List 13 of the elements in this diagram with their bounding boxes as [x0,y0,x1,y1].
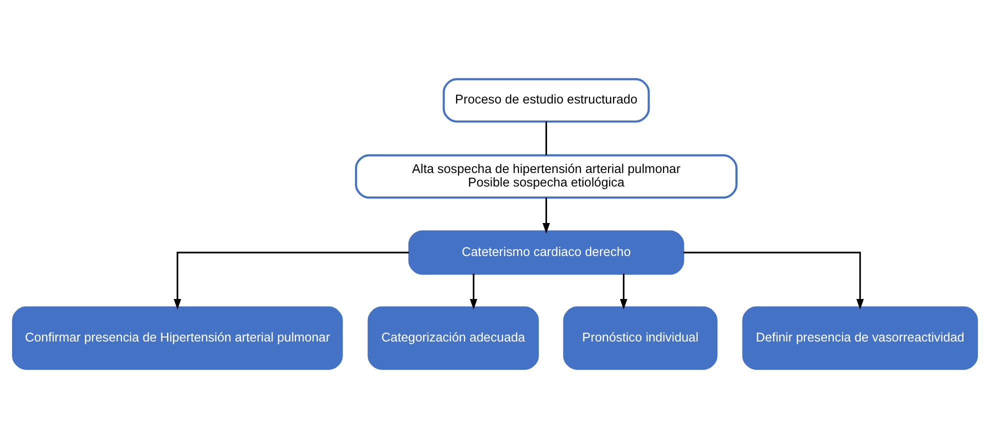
node-box: Definir presencia de vasorreactividad [742,306,978,370]
node-box: Alta sospecha de hipertensión arterial pulmonar Posible sospecha etiológica [354,154,738,198]
arrow [470,273,478,310]
arrow [620,273,628,310]
node-box: Proceso de estudio estructurado [442,78,650,122]
node-box: Categorización adecuada [368,306,539,370]
node-box: Pronóstico individual [563,306,718,370]
arrow [683,251,864,310]
arrow [542,197,550,234]
connector [545,121,548,155]
arrow [174,251,409,310]
node-box: Confirmar presencia de Hipertensión arterial pulmonar [12,306,343,370]
node-box: Cateterismo cardiaco derecho [408,230,684,274]
